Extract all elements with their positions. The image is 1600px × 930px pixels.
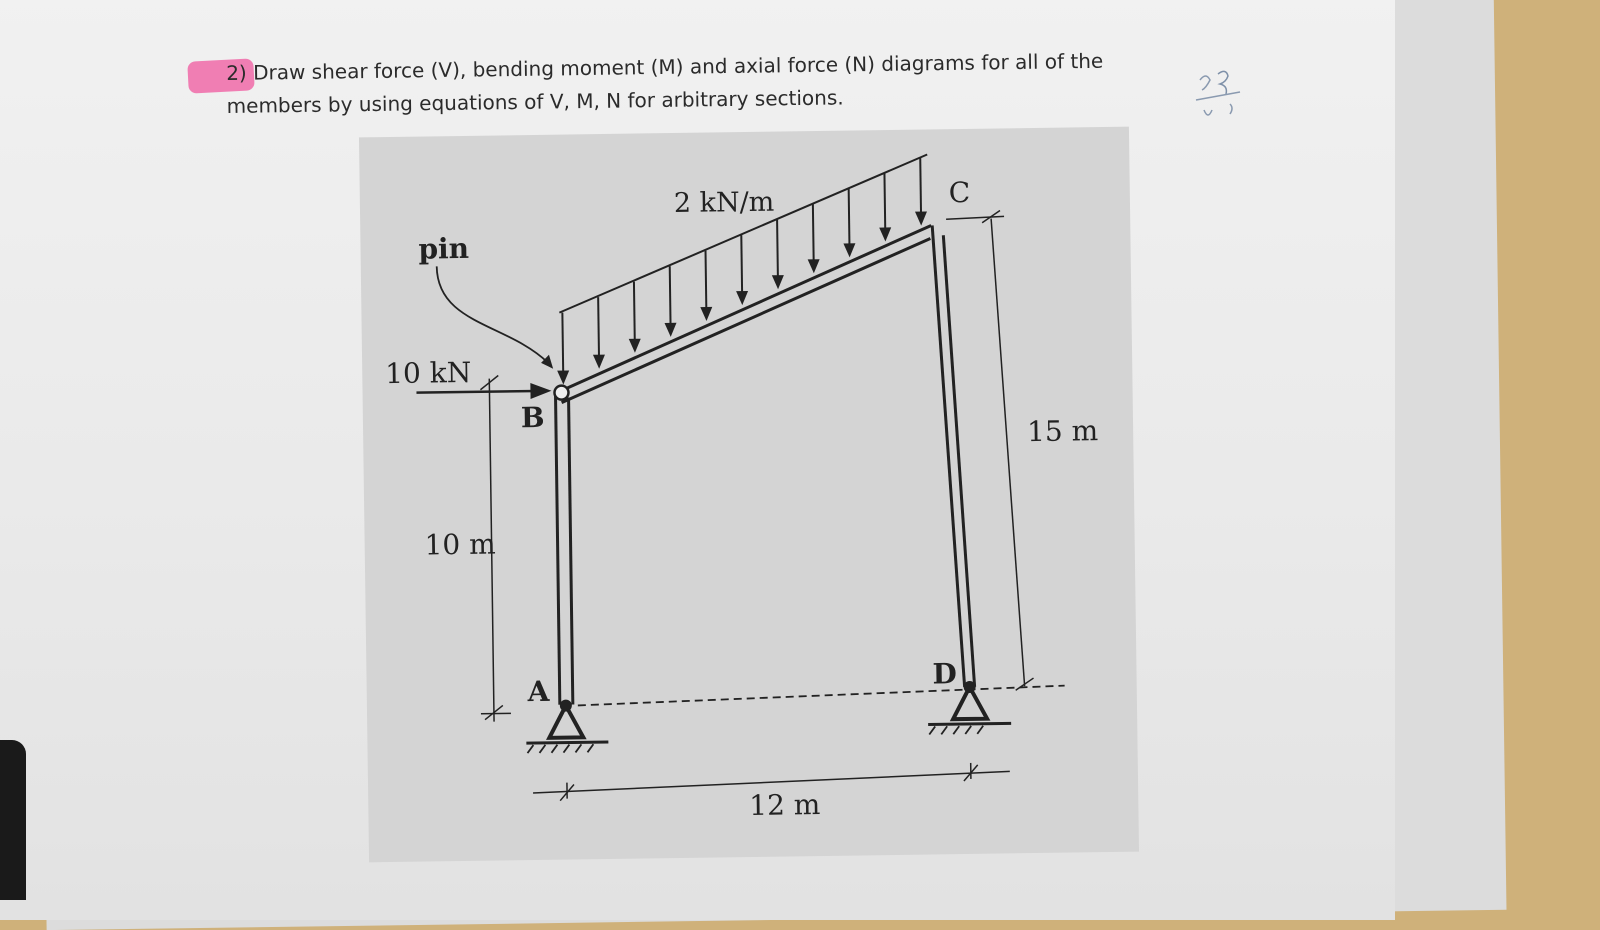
frame-diagram: 2 kN/m pin 10 kN B C A D 10 m 15 m 12 m <box>0 0 1600 900</box>
load-arrow-shaft <box>741 235 742 295</box>
load-arrow-head <box>736 291 748 305</box>
load-arrow-shaft <box>634 282 635 343</box>
load-arrow-shaft <box>920 158 921 216</box>
dashed-baseline <box>578 686 1065 706</box>
force-label: 10 kN <box>385 356 471 390</box>
force-arrowhead <box>530 383 551 399</box>
load-label: 2 kN/m <box>674 187 775 219</box>
support-a-ground <box>526 742 608 743</box>
load-arrow-shaft <box>813 204 814 263</box>
force-arrow-shaft <box>416 391 536 393</box>
load-arrow-head <box>700 307 712 321</box>
load-arrow-head <box>915 212 927 226</box>
node-label-d: D <box>932 657 957 690</box>
load-arrow-shaft <box>777 220 778 280</box>
load-arrow-head <box>593 355 605 369</box>
load-arrow-head <box>808 259 820 273</box>
load-arrow-head <box>557 371 569 385</box>
load-arrow-head <box>665 323 677 337</box>
support-d-ground <box>928 723 1011 724</box>
member-bc-outer <box>559 225 933 390</box>
load-arrow-head <box>629 339 641 353</box>
dim-bottom-label: 12 m <box>749 788 821 822</box>
column-ab-left <box>556 395 560 705</box>
load-arrow-head <box>843 243 855 257</box>
dim-right-ext <box>946 216 1004 219</box>
load-top-line <box>557 154 929 312</box>
load-arrow-head <box>772 275 784 289</box>
pin-label: pin <box>418 232 469 266</box>
support-a-hatch <box>527 744 593 753</box>
member-bc-inner <box>559 238 932 402</box>
pin-pointer-arrow <box>437 265 548 365</box>
load-arrow-shaft <box>670 266 671 327</box>
node-label-a: A <box>526 675 550 708</box>
load-arrow-shaft <box>706 251 707 311</box>
dim-right-label: 15 m <box>1027 414 1099 448</box>
dim-left-label: 10 m <box>424 528 496 562</box>
column-ab-right <box>569 398 573 705</box>
load-arrow-shaft <box>598 297 599 359</box>
pin-joint-b <box>554 386 568 400</box>
dim-right-line <box>991 218 1025 686</box>
node-label-b: B <box>521 401 545 434</box>
node-label-c: C <box>948 176 970 209</box>
load-arrow-shaft <box>884 173 885 231</box>
load-arrow-shaft <box>849 189 850 248</box>
load-arrow-head <box>879 227 891 241</box>
support-d-hatch <box>929 726 983 735</box>
load-arrow-shaft <box>562 313 563 375</box>
